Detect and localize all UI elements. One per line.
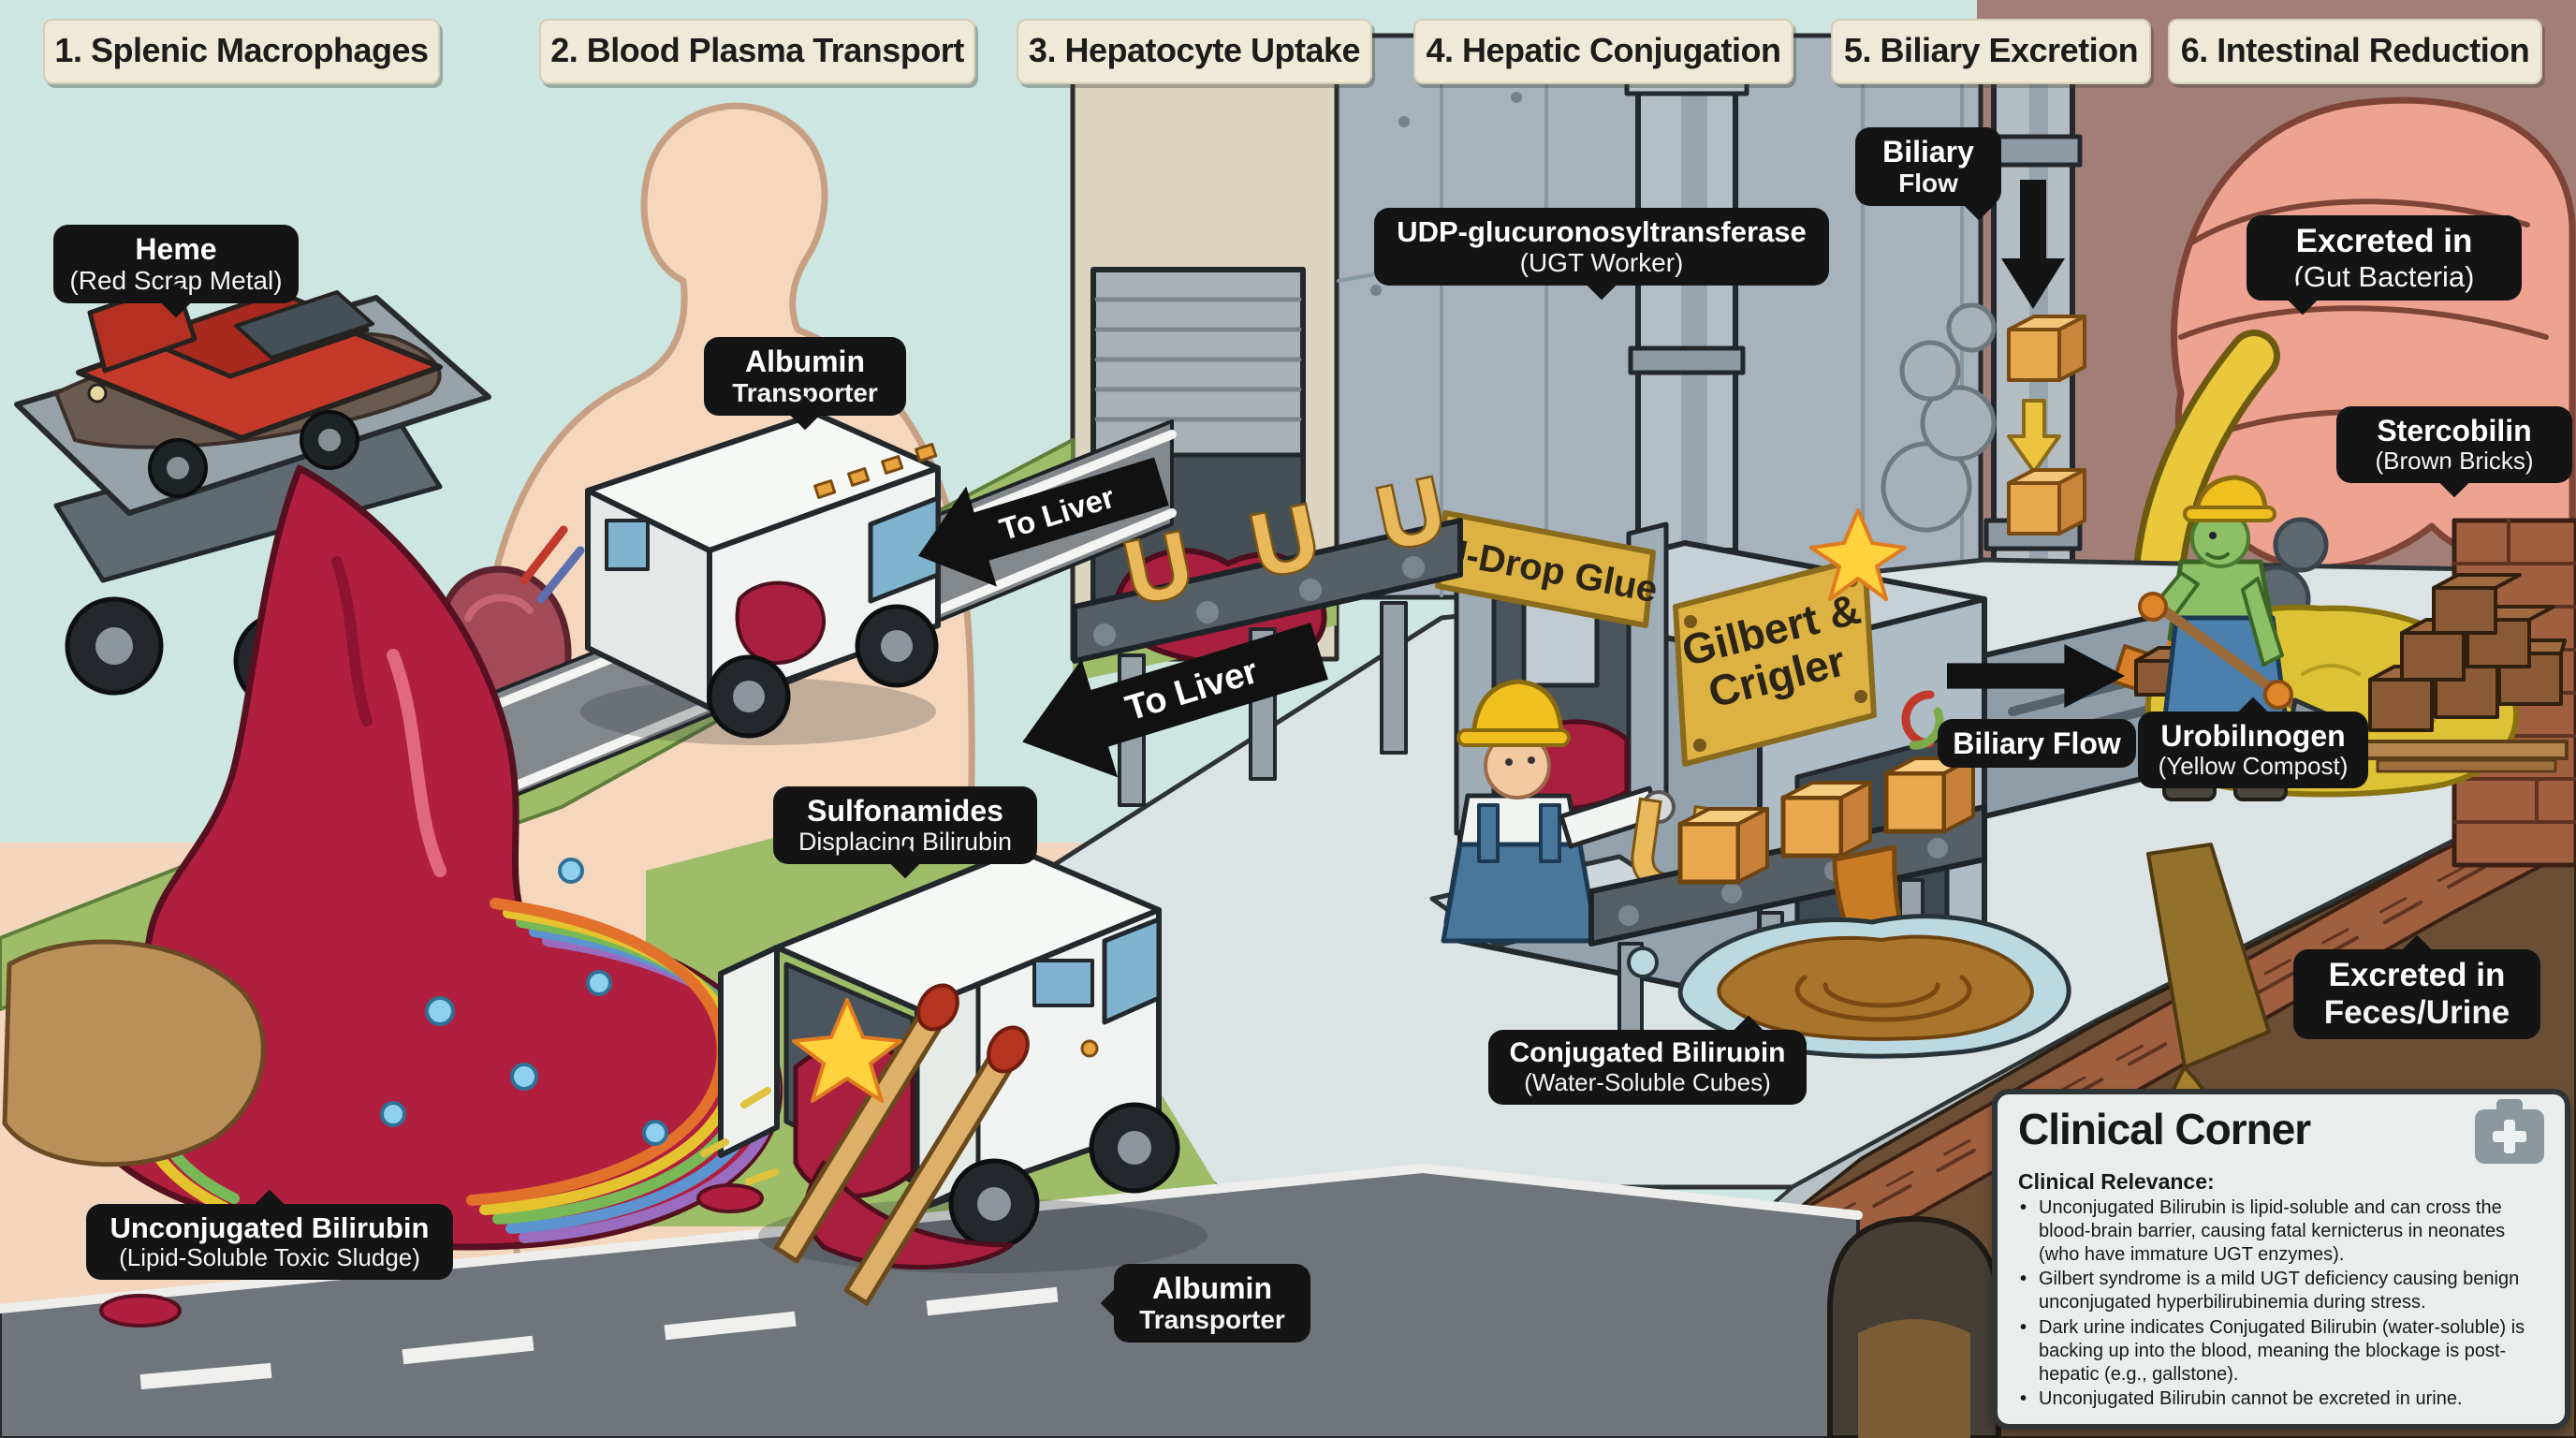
callout-albumin-transporter-upper: Albumin Transporter: [704, 337, 906, 417]
callout-subtitle: (Brown Bricks): [2375, 447, 2534, 476]
clinical-bullet-list: Unconjugated Bilirubin is lipid-soluble …: [2018, 1196, 2544, 1411]
callout-excreted-feces-urine: Excreted in Feces/Urine: [2293, 949, 2540, 1039]
callout-albumin-transporter-lower: Albumin Transporter: [1114, 1264, 1310, 1343]
stage-chip-2: 2. Blood Plasma Transport: [539, 19, 975, 84]
sewer-tunnel: [1827, 1216, 2001, 1438]
callout-unconjugated-bilirubin: Unconjugated Bilirubin (Lipid-Soluble To…: [86, 1204, 453, 1280]
clinical-bullet: Dark urine indicates Conjugated Bilirubi…: [2018, 1316, 2544, 1386]
callout-heme: Heme (Red Scrap Metal): [53, 225, 299, 304]
conveyor-conjugated: [1588, 756, 2071, 1077]
clinical-bullet: Gilbert syndrome is a mild UGT deficienc…: [2018, 1268, 2544, 1314]
callout-title: UDP-glucuronosyltransferase: [1397, 215, 1807, 248]
pipe-down-arrow-black: [2001, 180, 2065, 309]
callout-conjugated-bilirubin: Conjugated Bilirubin (Water-Soluble Cube…: [1488, 1030, 1807, 1105]
debris-sack: [2, 939, 266, 1167]
conjugated-cube: [1883, 756, 1975, 834]
pipe-cube-2: [2007, 468, 2086, 536]
stage-chip-4: 4. Hepatic Conjugation: [1413, 19, 1793, 84]
smoke: [1881, 302, 1997, 533]
callout-title: Excreted in: [2295, 223, 2473, 259]
stercobilin-pallet: [2364, 573, 2569, 773]
stage-chip-5: 5. Biliary Excretion: [1831, 19, 2151, 84]
clinical-relevance-heading: Clinical Relevance:: [2018, 1169, 2215, 1194]
callout-title: Unconjugated Bilirubin: [110, 1211, 430, 1244]
albumin-truck-upper: [580, 411, 941, 745]
callout-subtitle: (Water-Soluble Cubes): [1524, 1068, 1771, 1097]
callout-title: Heme: [135, 232, 217, 266]
callout-subtitle: (Red Scrap Metal): [69, 266, 283, 296]
callout-subtitle: Displacing Bilirubin: [798, 828, 1013, 857]
spark-debris: [700, 1087, 779, 1185]
callout-subtitle: (Yellow Compost): [2158, 752, 2349, 781]
callout-title: Flow: [1898, 169, 1958, 198]
callout-title: Conjugated Bilirubin: [1509, 1037, 1786, 1068]
callout-subtitle: (Lipid-Soluble Toxic Sludge): [119, 1243, 420, 1272]
callout-title: Biliary: [1882, 135, 1974, 169]
conjugated-cube: [1780, 781, 1872, 858]
callout-title: Stercobilin: [2377, 414, 2532, 448]
stercobilin-bricks: [2368, 573, 2567, 732]
callout-title: Transporter: [732, 378, 878, 408]
gut-bacteria-worker: [2138, 475, 2345, 801]
gilbert-crigler-plaque: Gilbert & Crigler: [1673, 555, 1877, 767]
clinical-corner-title: Clinical Corner: [2018, 1105, 2311, 1153]
callout-title: Transporter: [1139, 1305, 1285, 1335]
callout-title: Albumin: [1152, 1271, 1272, 1305]
callout-title: Biliary Flow: [1953, 726, 2121, 760]
stage-chip-1: 1. Splenic Macrophages: [43, 19, 440, 84]
callout-biliary-flow-label: Biliary Flow: [1938, 719, 2136, 769]
arrow-label: To Liver: [995, 478, 1119, 548]
callout-title: Excreted in: [2328, 957, 2506, 993]
callout-subtitle: (Gut Bacteria): [2293, 259, 2475, 293]
callout-title: Feces/Urine: [2323, 993, 2510, 1031]
stage-chip-3: 3. Hepatocyte Uptake: [1017, 19, 1372, 84]
callout-biliary-flow-top: Biliary Flow: [1855, 127, 2001, 207]
clinical-bullet: Unconjugated Bilirubin is lipid-soluble …: [2018, 1196, 2544, 1266]
pipe-down-arrow-yellow: [2007, 399, 2061, 474]
callout-title: Sulfonamides: [807, 794, 1003, 828]
callout-stercobilin: Stercobilin (Brown Bricks): [2336, 406, 2572, 484]
callout-urobilinogen: Urobilinogen (Yellow Compost): [2138, 712, 2368, 789]
clinical-corner-panel: Clinical Corner Clinical Relevance: Unco…: [1992, 1089, 2570, 1430]
u-drop-press: U-Drop Glue: [1435, 510, 1669, 836]
water-droplets: [380, 858, 668, 1146]
arrow-label: To Liver: [1120, 651, 1263, 729]
albumin-truck-lower: [700, 847, 1208, 1306]
conjugated-cube: [1677, 807, 1769, 885]
callout-sulfonamides: Sulfonamides Displacing Bilirubin: [773, 786, 1037, 865]
callout-title: Urobilinogen: [2160, 719, 2346, 753]
callout-subtitle: (UGT Worker): [1519, 248, 1684, 278]
callout-excreted-gut-bacteria: Excreted in (Gut Bacteria): [2247, 215, 2522, 301]
callout-udp-glucuronosyltransferase: UDP-glucuronosyltransferase (UGT Worker): [1374, 208, 1829, 286]
recycle-logo: [1901, 690, 1944, 750]
callout-title: Albumin: [745, 345, 865, 378]
biliary-pipe: [1983, 33, 2086, 581]
first-aid-kit-icon: [2475, 1099, 2544, 1164]
pipe-cube-1: [2007, 315, 2086, 382]
stage-chip-6: 6. Intestinal Reduction: [2168, 19, 2542, 84]
clinical-bullet: Unconjugated Bilirubin cannot be excrete…: [2018, 1387, 2544, 1411]
open-door-left: [718, 945, 780, 1158]
chimney-pipe: [1624, 70, 1749, 553]
sulfonamide-match: [843, 1025, 1030, 1306]
spark-burst: [792, 998, 902, 1103]
